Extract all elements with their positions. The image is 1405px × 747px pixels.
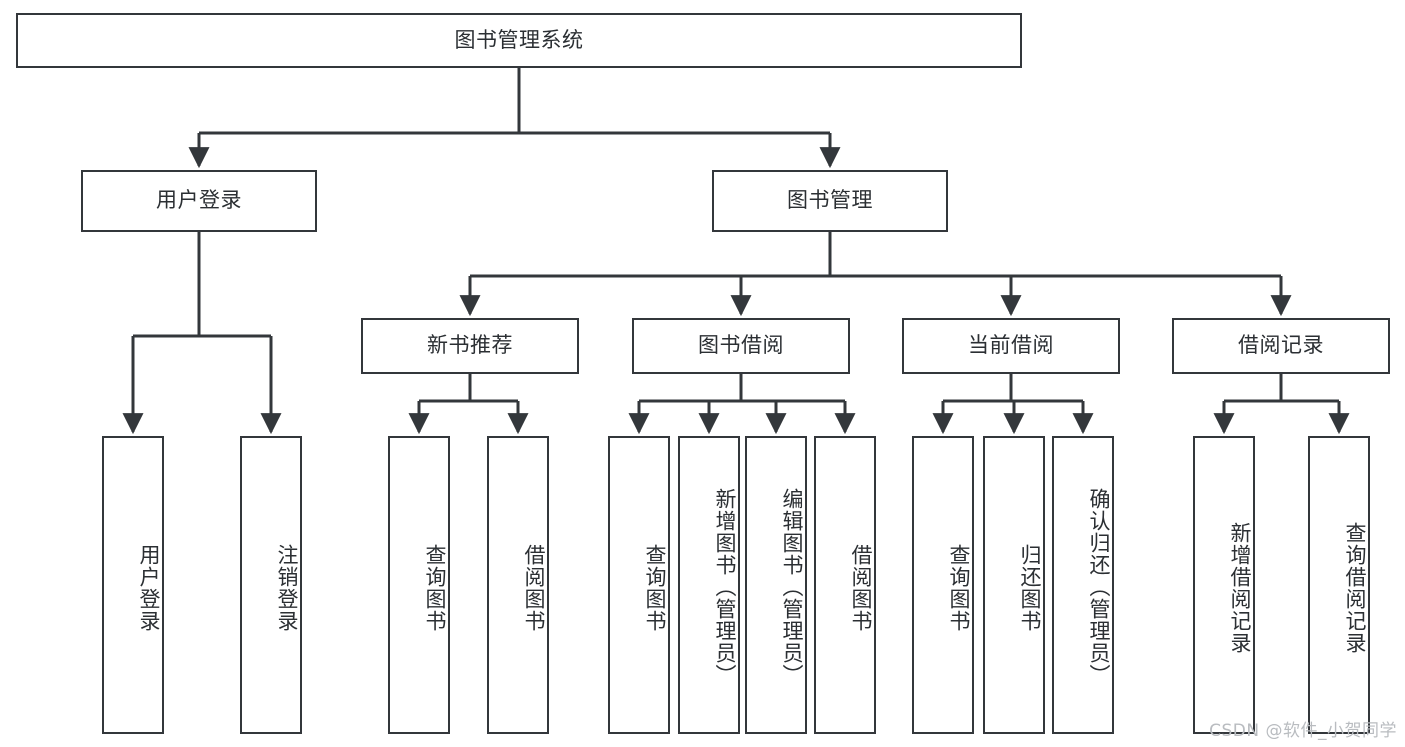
node-leaf-logout[interactable]: 注销登录	[240, 436, 302, 734]
node-leaf-query-book-borrow[interactable]: 查询图书	[608, 436, 670, 734]
node-leaf-add-borrow-record[interactable]: 新增借阅记录	[1193, 436, 1255, 734]
node-leaf-return-book[interactable]: 归还图书	[983, 436, 1045, 734]
node-new-book-recommend[interactable]: 新书推荐	[361, 318, 579, 374]
node-leaf-user-login[interactable]: 用户登录	[102, 436, 164, 734]
node-root-system[interactable]: 图书管理系统	[16, 13, 1022, 68]
node-book-borrow[interactable]: 图书借阅	[632, 318, 850, 374]
node-borrow-record[interactable]: 借阅记录	[1172, 318, 1390, 374]
node-user-login[interactable]: 用户登录	[81, 170, 317, 232]
node-leaf-borrow-book-recommend[interactable]: 借阅图书	[487, 436, 549, 734]
node-current-borrow[interactable]: 当前借阅	[902, 318, 1120, 374]
node-book-manage[interactable]: 图书管理	[712, 170, 948, 232]
node-leaf-edit-book-admin[interactable]: 编辑图书（管理员）	[745, 436, 807, 734]
node-leaf-query-book-recommend[interactable]: 查询图书	[388, 436, 450, 734]
node-leaf-query-book-current[interactable]: 查询图书	[912, 436, 974, 734]
node-leaf-confirm-return-admin[interactable]: 确认归还（管理员）	[1052, 436, 1114, 734]
node-leaf-add-book-admin[interactable]: 新增图书（管理员）	[678, 436, 740, 734]
node-leaf-borrow-book[interactable]: 借阅图书	[814, 436, 876, 734]
csdn-watermark: CSDN @软件_小贺同学	[1209, 721, 1397, 741]
node-leaf-query-borrow-record[interactable]: 查询借阅记录	[1308, 436, 1370, 734]
